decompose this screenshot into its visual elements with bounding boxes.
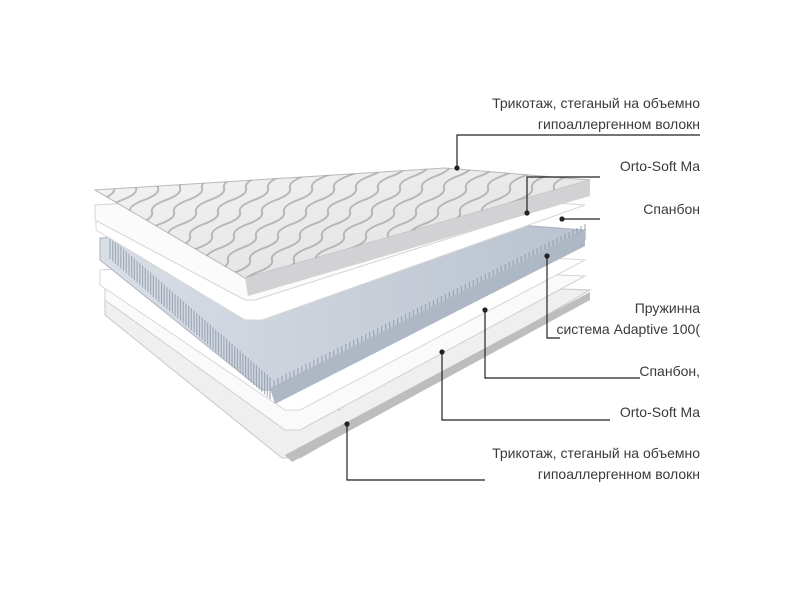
- label-bottom-spunbond: Спанбон,: [639, 363, 700, 379]
- label-bottom-knit: Трикотаж, стеганый на объемно гипоаллерг…: [492, 445, 700, 482]
- label-top-knit: Трикотаж, стеганый на объемно гипоаллерг…: [492, 95, 700, 132]
- label-top-spunbond: Спанбон: [643, 201, 700, 217]
- top-knit-layer: [93, 167, 591, 296]
- label-spring-system: Пружинна система Adaptive 100(: [556, 300, 700, 337]
- label-top-orto-soft: Orto-Soft Ma: [619, 158, 700, 174]
- label-bottom-orto-soft: Orto-Soft Ma: [619, 404, 700, 420]
